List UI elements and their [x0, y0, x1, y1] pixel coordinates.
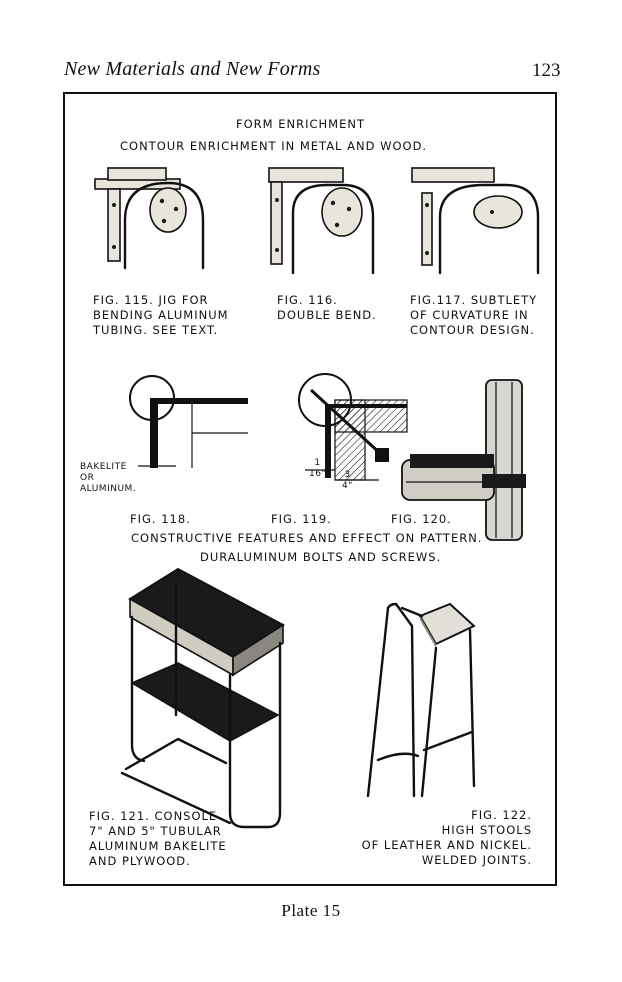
fig-121-caption: FIG. 121. CONSOLE 7" AND 5" TUBULAR ALUM… [89, 809, 227, 868]
fig-119-bolt-joint-drawing [298, 373, 408, 481]
duraluminum-line: DURALUMINUM BOLTS AND SCREWS. [200, 550, 442, 564]
fig-119-caption: FIG. 119. [271, 512, 332, 526]
dim-sixteenth: 1 16" [309, 458, 327, 479]
fig-115-jig-drawing [94, 167, 205, 270]
fig-115-caption: FIG. 115. JIG FOR BENDING ALUMINUM TUBIN… [93, 293, 229, 337]
fig-121-console-drawing [120, 567, 285, 829]
fig-120-caption: FIG. 120. [391, 512, 452, 526]
fig-118-caption: FIG. 118. [130, 512, 191, 526]
fig-116-double-bend-drawing [268, 167, 375, 275]
plate-caption: Plate 15 [281, 901, 341, 920]
plate-frame [63, 92, 557, 886]
page-number: 123 [532, 60, 561, 81]
fig-117-subtlety-drawing [411, 167, 540, 275]
fig-122-stool-drawing [366, 602, 476, 798]
plate-subtitle: CONTOUR ENRICHMENT IN METAL AND WOOD. [120, 139, 428, 153]
fig-117-caption: FIG.117. SUBTLETY OF CURVATURE IN CONTOU… [410, 293, 538, 337]
dim-three-quarter: 3 4" [342, 470, 353, 491]
running-head: New Materials and New Forms [64, 58, 321, 80]
fig-116-caption: FIG. 116. DOUBLE BEND. [277, 293, 377, 322]
fig-118-section-drawing [129, 375, 248, 468]
fig-122-caption: FIG. 122. HIGH STOOLS OF LEATHER AND NIC… [361, 808, 532, 867]
fig-120-tubular-joint-drawing [401, 379, 526, 541]
plate-title: FORM ENRICHMENT [236, 117, 365, 131]
constructive-line: CONSTRUCTIVE FEATURES AND EFFECT ON PATT… [131, 531, 483, 545]
bakelite-note: BAKELITE OR ALUMINUM. [80, 462, 137, 494]
